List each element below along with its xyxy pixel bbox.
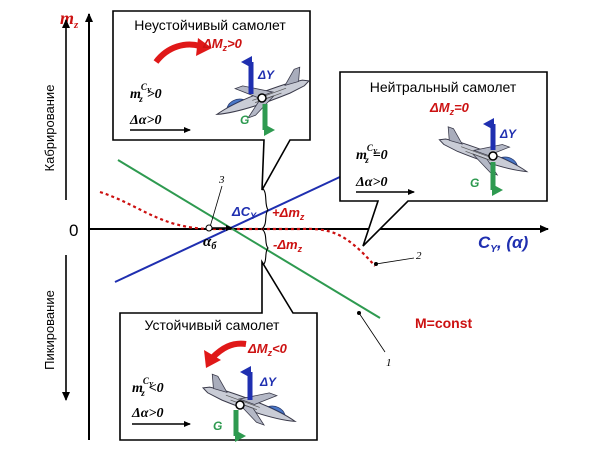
stable-weight-label: G: [213, 419, 222, 433]
alpha-b-label: αб: [203, 234, 217, 252]
stable-lift-label: ΔY: [259, 375, 277, 389]
curve-1-number: 1: [386, 357, 392, 369]
neutral-delta-m: ΔMz=0: [429, 100, 470, 117]
neutral-lift-label: ΔY: [499, 127, 517, 141]
curve-3-number: 3: [218, 174, 225, 186]
curve-2-leader: [375, 257, 415, 265]
stable-rotation-arrow: [209, 340, 247, 361]
stable-title: Устойчивый самолет: [145, 317, 281, 333]
unstable-alpha: Δα>0: [129, 113, 162, 128]
stable-delta-m: ΔMz<0: [247, 341, 288, 358]
pitch-up-label: Кабрирование: [42, 85, 57, 172]
stable-alpha: Δα>0: [131, 406, 164, 421]
plus-dm-label: +Δmz: [272, 205, 305, 222]
origin-label: 0: [69, 221, 78, 240]
pitch-down-label: Пикирование: [42, 290, 57, 370]
neutral-weight-label: G: [470, 176, 479, 190]
curve-2-point: [374, 262, 378, 266]
curve-3-leader: [209, 185, 223, 228]
unstable-weight-label: G: [240, 113, 249, 127]
unstable-rotation-arrow: [153, 41, 201, 64]
curve-2-number: 2: [416, 250, 422, 262]
alpha-point: [205, 224, 213, 232]
curve-stable-green: [117, 159, 381, 319]
curve-1-point: [357, 311, 361, 315]
delta-m-brace: [261, 187, 269, 267]
neutral-title: Нейтральный самолет: [370, 79, 517, 95]
neutral-alpha: Δα>0: [355, 175, 388, 190]
curve-1-leader: [358, 312, 386, 353]
unstable-title: Неустойчивый самолет: [134, 17, 286, 33]
minus-dm-label: -Δmz: [273, 237, 303, 254]
delta-cy-label: ΔCY: [231, 204, 257, 221]
unstable-lift-label: ΔY: [257, 68, 275, 82]
x-axis-label: CY, (α): [478, 233, 529, 255]
y-axis-label: mz: [60, 8, 79, 31]
m-const-label: M=const: [415, 315, 473, 331]
unstable-delta-m: ΔMz>0: [202, 36, 243, 53]
